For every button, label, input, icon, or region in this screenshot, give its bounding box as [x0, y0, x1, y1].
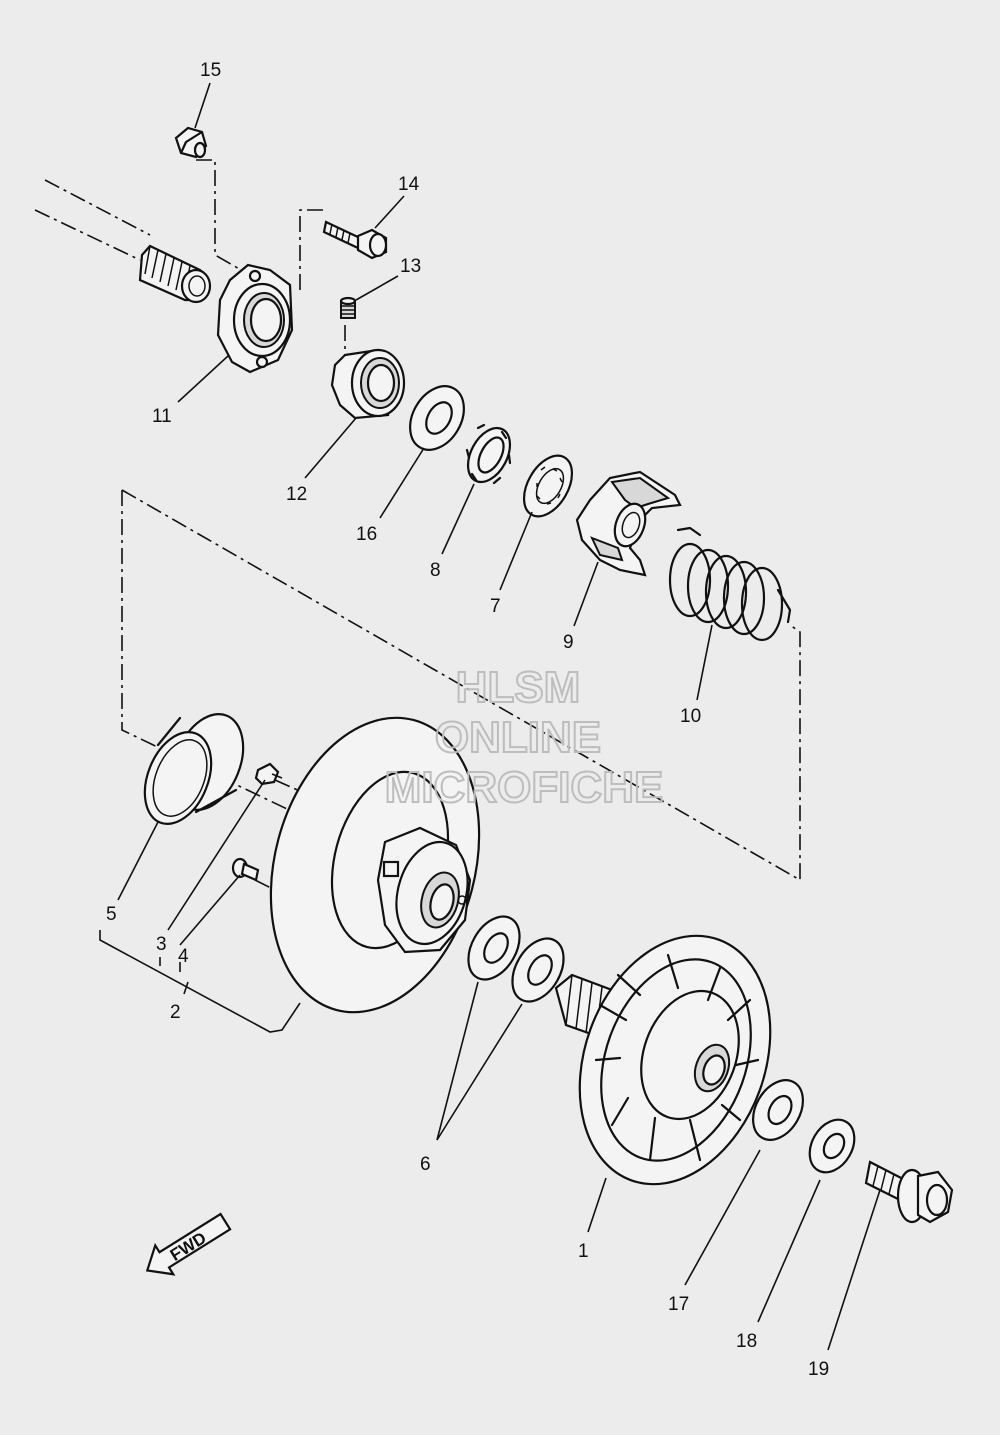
- callout-3: 3: [156, 934, 167, 955]
- fwd-arrow-icon: [145, 1212, 232, 1276]
- part-1-fixed-sheave: [554, 934, 772, 1186]
- callout-18: 18: [736, 1331, 757, 1352]
- callout-8: 8: [430, 560, 441, 581]
- part-19-flange-bolt: [864, 1160, 954, 1224]
- callout-6: 6: [420, 1154, 431, 1175]
- part-15-nut: [174, 126, 208, 159]
- part-5-ring: [143, 713, 245, 826]
- part-8-lock-nut: [465, 423, 512, 485]
- part-3-grease-fitting: [254, 762, 283, 786]
- part-6-washers: [467, 915, 565, 1003]
- callout-7: 7: [490, 596, 501, 617]
- part-11-bearing-housing: [216, 263, 294, 374]
- watermark-line-1: HLSM: [456, 663, 581, 712]
- part-17-washer: [752, 1079, 804, 1141]
- callout-12: 12: [286, 484, 307, 505]
- part-2-sliding-sheave: [269, 716, 481, 1014]
- callout-5: 5: [106, 904, 117, 925]
- part-16-washer: [409, 385, 465, 451]
- watermark-line-3: MICROFICHE: [385, 763, 664, 812]
- callout-11: 11: [152, 406, 172, 427]
- fwd-direction-marker: FWD: [145, 1212, 232, 1276]
- callout-16: 16: [356, 524, 377, 545]
- part-7-spline-washer: [522, 454, 574, 518]
- callout-1: 1: [578, 1241, 589, 1262]
- part-18-washer: [808, 1118, 856, 1174]
- callout-9: 9: [563, 632, 574, 653]
- callout-labels: 15 14 13 11 12 16 8 7 9 10 5 3 4 2 6 1 1…: [106, 60, 829, 1380]
- callout-17: 17: [668, 1294, 689, 1315]
- callout-19: 19: [808, 1359, 829, 1380]
- callout-15: 15: [200, 60, 221, 81]
- watermark: HLSM ONLINE MICROFICHE: [384, 662, 665, 813]
- callout-14: 14: [398, 174, 420, 195]
- callout-4: 4: [178, 946, 189, 967]
- callout-13: 13: [400, 256, 421, 277]
- leader-lines: [99, 82, 881, 1351]
- callout-10: 10: [680, 706, 701, 727]
- part-14-bolt: [322, 220, 388, 260]
- assembly-lines: [34, 159, 801, 901]
- part-9-torque-cam: [575, 470, 682, 577]
- watermark-line-2: ONLINE: [435, 713, 601, 762]
- part-12-bearing: [330, 348, 406, 420]
- splined-shaft: [138, 244, 212, 304]
- part-10-spring: [668, 526, 792, 642]
- part-13-set-screw: [339, 296, 357, 319]
- part-4-screw: [231, 857, 260, 882]
- callout-2: 2: [170, 1002, 181, 1023]
